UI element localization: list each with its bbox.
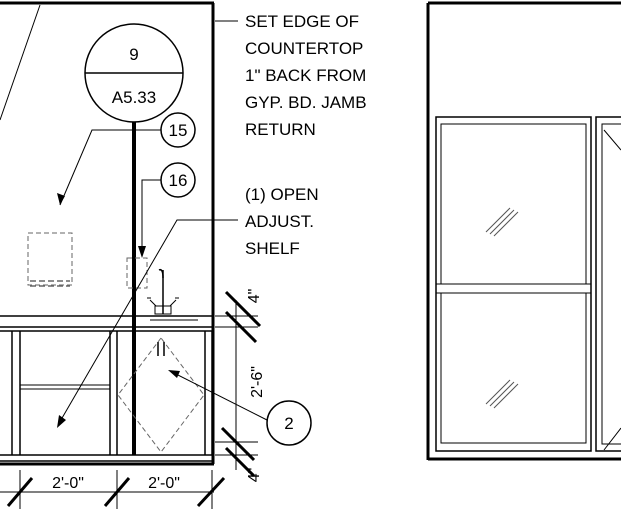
glass-door-left [435, 116, 592, 452]
leader-line [0, 4, 41, 121]
arrow-head [138, 246, 146, 258]
callout-15-label: 15 [169, 121, 188, 140]
dim-top-gap: 4" [246, 289, 263, 304]
glass-door-right [595, 116, 621, 452]
outlet-box-left [27, 232, 73, 287]
shelf-note-line: ADJUST. [245, 212, 314, 231]
arrow-head [57, 193, 65, 205]
base-cabinets [0, 330, 213, 462]
section-tag-number: 9 [129, 45, 138, 64]
vertical-dimension: 4" 2'-6" 4" [215, 289, 266, 483]
dim-width-right: 2'-0" [148, 475, 180, 492]
countertop-note-line: RETURN [245, 120, 316, 139]
shelf-note-line: (1) OPEN [245, 185, 319, 204]
callout-16-label: 16 [169, 171, 188, 190]
section-tag: 9 A5.33 [84, 23, 184, 123]
countertop-note-line: COUNTERTOP [245, 39, 363, 58]
countertop-note: SET EDGE OF COUNTERTOP 1" BACK FROM GYP.… [245, 12, 367, 139]
shelf-note-line: SHELF [245, 239, 300, 258]
dim-bottom-gap: 4" [246, 468, 263, 483]
dim-width-left: 2'-0" [52, 475, 84, 492]
callout-16: 16 [138, 162, 196, 258]
callout-2: 2 [168, 370, 312, 446]
arrow-head [168, 370, 180, 378]
horizontal-dimension: 2'-0" 2'-0" [0, 470, 226, 509]
outlet-box-right [126, 257, 148, 289]
shelf-leader [57, 219, 238, 428]
faucet [147, 268, 179, 315]
arrow-head [57, 415, 66, 428]
countertop [0, 315, 213, 328]
countertop-note-line: 1" BACK FROM [245, 66, 366, 85]
callout-2-label: 2 [284, 414, 293, 433]
callout-15: 15 [57, 112, 196, 206]
countertop-note-line: GYP. BD. JAMB [245, 93, 367, 112]
dim-cabinet-height: 2'-6" [249, 366, 266, 398]
shelf-note: (1) OPEN ADJUST. SHELF [245, 185, 319, 258]
right-elevation [426, 1, 621, 461]
wall-opening [0, 1, 215, 466]
section-tag-sheet: A5.33 [112, 88, 156, 107]
countertop-note-line: SET EDGE OF [245, 12, 359, 31]
